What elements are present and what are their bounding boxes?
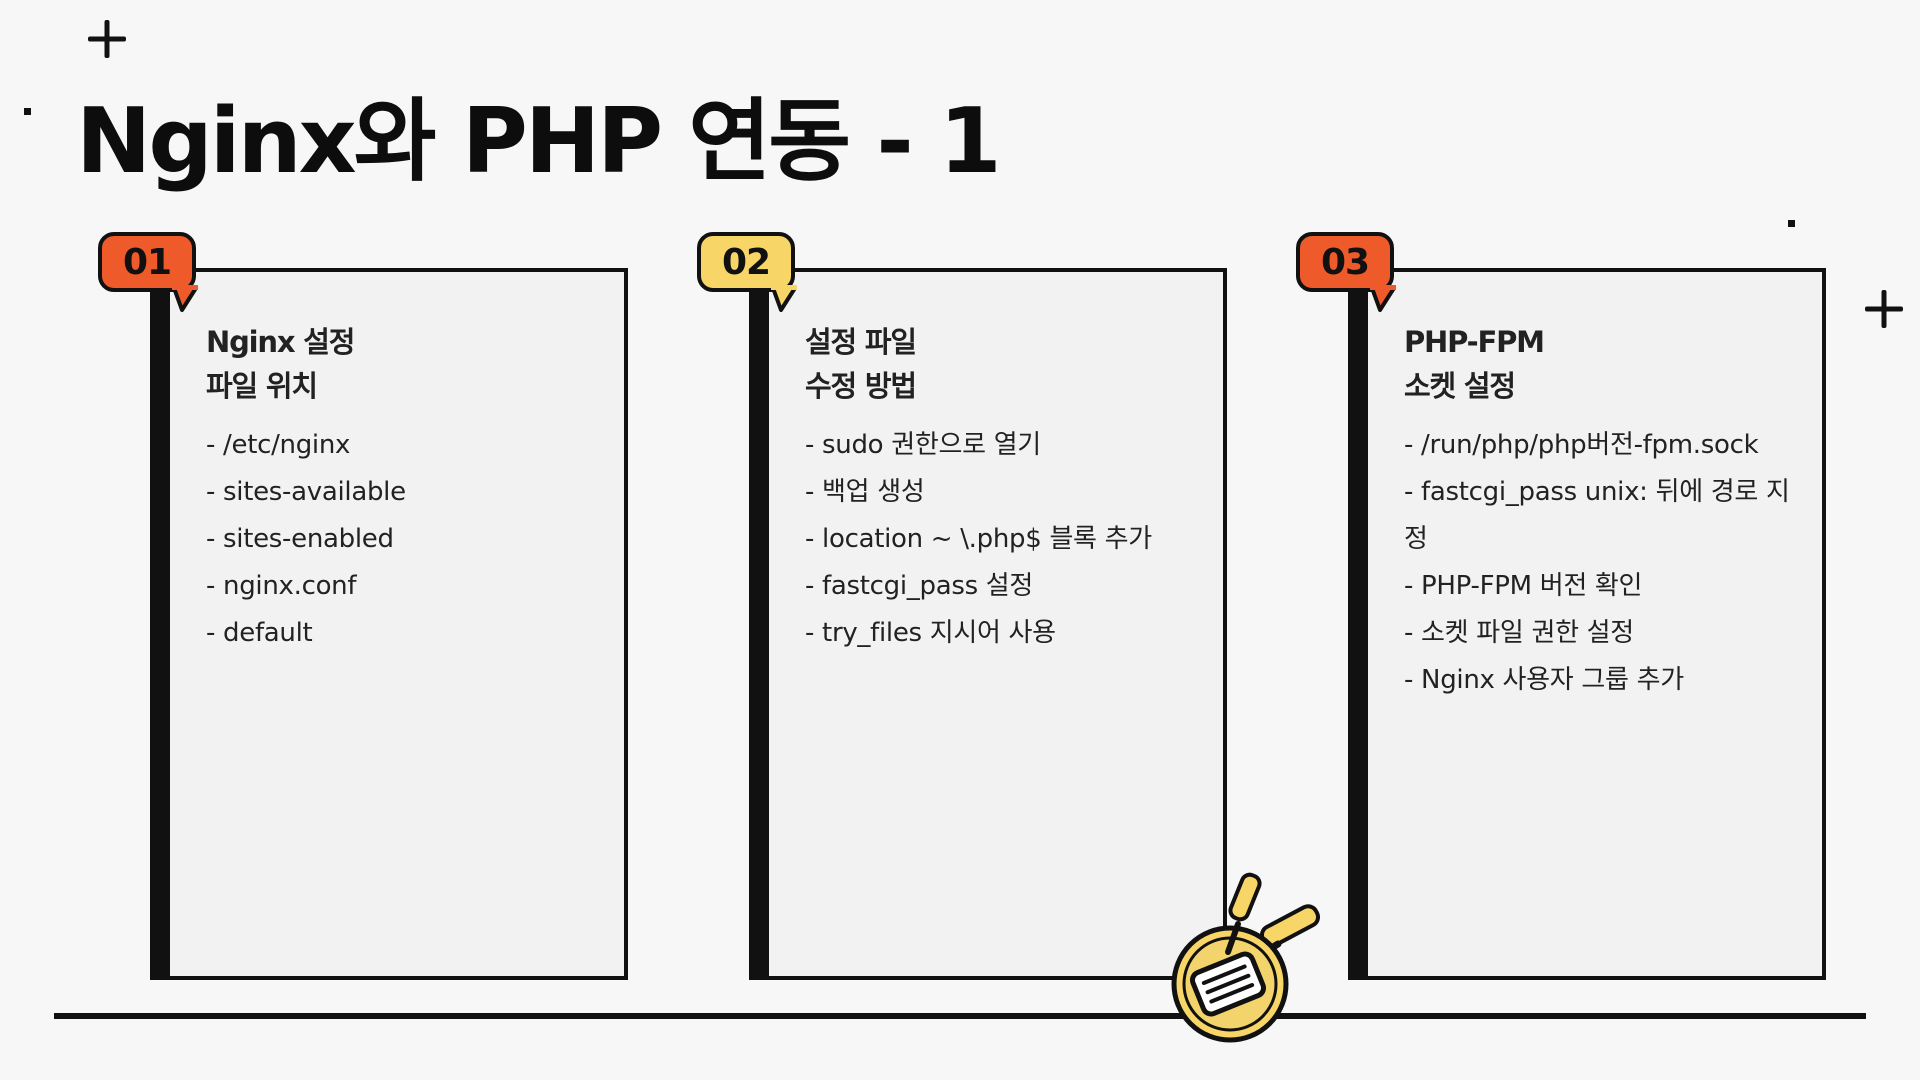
card-list: - /run/php/php버전-fpm.sock - fastcgi_pass…: [1404, 422, 1802, 704]
card-php-fpm-socket: PHP-FPM 소켓 설정 - /run/php/php버전-fpm.sock …: [1348, 268, 1826, 980]
step-badge: 03: [1296, 232, 1396, 312]
plus-icon: [88, 20, 126, 58]
speech-tail-icon: [172, 285, 198, 312]
dot-decoration: [1788, 220, 1795, 227]
list-item: - default: [206, 618, 313, 648]
list-item: - try_files 지시어 사용: [805, 618, 1056, 648]
list-item: - 소켓 파일 권한 설정: [1404, 618, 1634, 648]
card-heading: Nginx 설정 파일 위치: [206, 325, 355, 403]
speech-tail-icon: [1370, 285, 1396, 312]
list-item: - PHP-FPM 버전 확인: [1404, 571, 1643, 601]
list-item: - sites-available: [206, 477, 406, 507]
baseline-divider: [54, 1013, 1866, 1019]
list-item: - sites-enabled: [206, 524, 394, 554]
list-item: - sudo 권한으로 열기: [805, 430, 1041, 460]
list-item: - location ~ \.php$ 블록 추가: [805, 524, 1152, 554]
card-heading: PHP-FPM 소켓 설정: [1404, 325, 1545, 403]
card-nginx-config-location: Nginx 설정 파일 위치 - /etc/nginx - sites-avai…: [150, 268, 628, 980]
list-item: - fastcgi_pass unix: 뒤에 경로 지정: [1404, 477, 1790, 554]
list-item: - Nginx 사용자 그룹 추가: [1404, 665, 1684, 695]
step-badge: 02: [697, 232, 797, 312]
card-heading: 설정 파일 수정 방법: [805, 325, 917, 403]
card-config-edit-method: 설정 파일 수정 방법 - sudo 권한으로 열기 - 백업 생성 - loc…: [749, 268, 1227, 980]
list-item: - nginx.conf: [206, 571, 357, 601]
card-list: - sudo 권한으로 열기 - 백업 생성 - location ~ \.ph…: [805, 422, 1203, 657]
list-item: - /etc/nginx: [206, 430, 351, 460]
plus-icon: [1865, 290, 1903, 328]
step-badge: 01: [98, 232, 198, 312]
page-title: Nginx와 PHP 연동 - 1: [76, 89, 1002, 194]
list-item: - /run/php/php버전-fpm.sock: [1404, 430, 1759, 460]
card-list: - /etc/nginx - sites-available - sites-e…: [206, 422, 604, 657]
list-item: - 백업 생성: [805, 477, 925, 507]
speech-tail-icon: [771, 285, 797, 312]
frying-pan-spatula-icon: [1171, 872, 1321, 1043]
list-item: - fastcgi_pass 설정: [805, 571, 1034, 601]
dot-decoration: [24, 108, 31, 115]
